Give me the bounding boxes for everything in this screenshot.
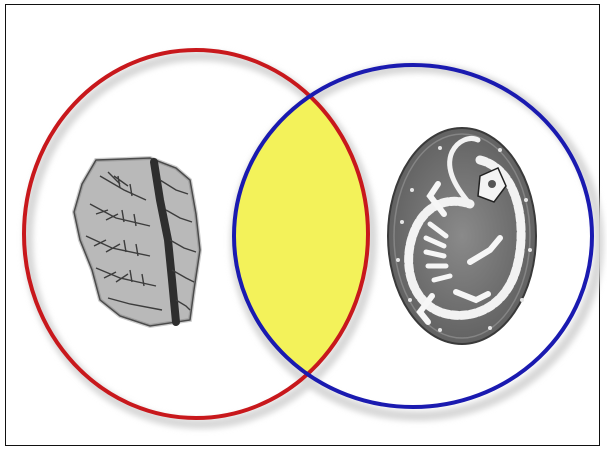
animal-fossil-icon xyxy=(388,128,536,344)
plant-fossil-icon xyxy=(74,158,200,326)
